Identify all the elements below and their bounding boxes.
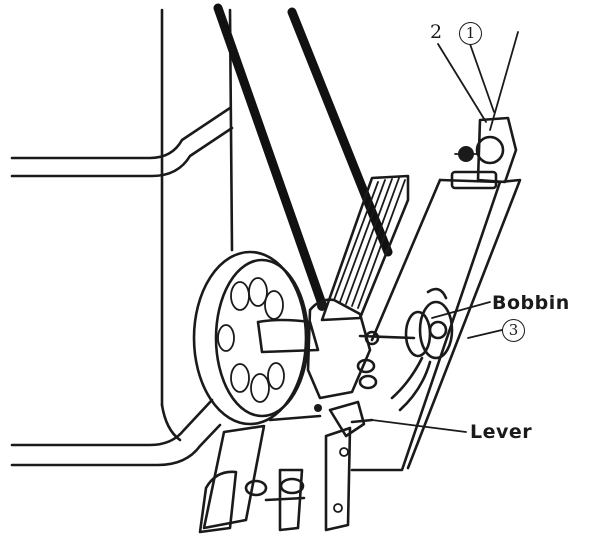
drive-belts	[213, 3, 519, 309]
handwheel	[192, 250, 320, 426]
callout-two: 2	[429, 21, 443, 43]
lever-label: Lever	[470, 421, 533, 443]
lever	[324, 400, 374, 532]
callout-three: 3	[502, 319, 525, 342]
thread-guide-bracket	[454, 116, 518, 184]
callout-one: 1	[459, 22, 482, 45]
machine-body	[10, 8, 234, 467]
bobbin	[390, 287, 454, 412]
hatched-cylinder	[320, 174, 410, 322]
bobbin-label: Bobbin	[492, 292, 570, 314]
leader-lines	[371, 43, 503, 433]
base-fittings	[198, 414, 322, 534]
